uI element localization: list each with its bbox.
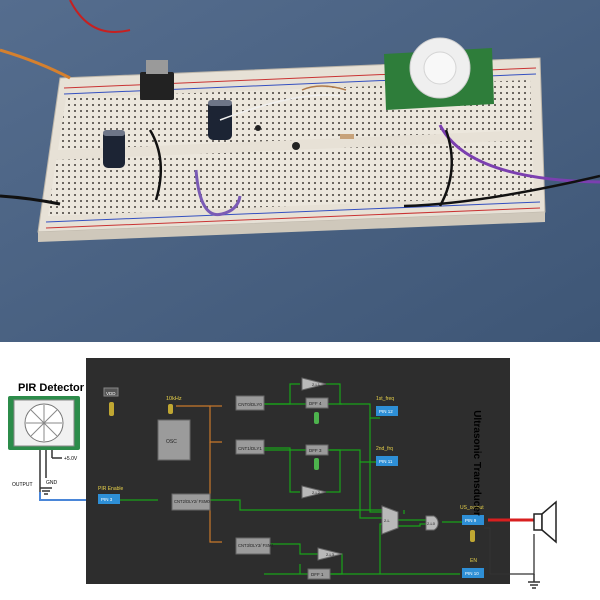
svg-text:PIN 12: PIN 12 xyxy=(379,409,393,414)
dff-bottom xyxy=(307,568,331,580)
ground-icon xyxy=(40,487,52,495)
dff-top-indicator xyxy=(314,412,319,424)
inverter-top xyxy=(301,377,327,391)
osc-block xyxy=(157,419,191,461)
dff-mid xyxy=(305,444,329,456)
counter-bottom-block xyxy=(235,537,271,555)
pir-module xyxy=(384,37,494,110)
pin-first-freq xyxy=(376,406,398,416)
vdd-label: VDD xyxy=(106,391,116,396)
net-label-us-output: US_output xyxy=(460,505,484,511)
us-output-indicator xyxy=(470,530,475,542)
svg-text:2-L0: 2-L0 xyxy=(427,521,436,526)
pin-second-freq xyxy=(376,456,398,466)
pin-gnd-label: GND xyxy=(46,480,58,486)
svg-text:2-L1: 2-L1 xyxy=(312,382,321,387)
net-label-first-freq: 1st_freq xyxy=(376,396,394,402)
net-label-second-freq: 2nd_frq xyxy=(376,446,393,452)
svg-text:DFF 4: DFF 4 xyxy=(309,401,322,406)
pin-us-output xyxy=(462,515,484,525)
svg-text:2-L2: 2-L2 xyxy=(312,490,321,495)
voltage-regulator xyxy=(140,72,174,100)
svg-text:OSC: OSC xyxy=(166,439,177,445)
svg-text:CNT3/DLY3/ FSM1: CNT3/DLY3/ FSM1 xyxy=(238,543,274,548)
ultrasonic-transducer-label: Ultrasonic Transducer xyxy=(471,410,482,516)
dff-mid-indicator xyxy=(314,458,319,470)
capacitor-left xyxy=(103,130,125,168)
pin-output-label: OUTPUT xyxy=(12,482,33,488)
osc-indicator xyxy=(168,404,173,414)
svg-text:PIN 10: PIN 10 xyxy=(465,571,479,576)
pir-detector-title: PIR Detector xyxy=(17,382,85,394)
svg-text:DFF 3: DFF 3 xyxy=(309,448,322,453)
and-gate xyxy=(425,515,439,531)
counter-left-block xyxy=(171,493,211,511)
counter-top-block xyxy=(235,395,265,411)
inverter-bottom xyxy=(317,547,343,561)
counter-mid-block xyxy=(235,439,265,455)
dff-top xyxy=(305,397,329,409)
pin-en xyxy=(462,568,484,578)
chip-background xyxy=(86,358,510,584)
ground-icon xyxy=(528,574,540,589)
logic-diagram: +5.0V OUTPUT GND xyxy=(8,358,557,589)
pin-vcc-label: +5.0V xyxy=(64,456,78,462)
svg-text:CNT2/DLY2/ FSM0: CNT2/DLY2/ FSM0 xyxy=(174,499,210,504)
svg-text:2-L: 2-L xyxy=(384,518,391,523)
pir-sensor-icon xyxy=(8,396,80,450)
svg-text:PIN 3: PIN 3 xyxy=(101,497,113,502)
svg-text:CNT0/DLY0: CNT0/DLY0 xyxy=(238,402,262,407)
breadboard-photo xyxy=(0,0,600,342)
osc-frequency-label: 10kHz xyxy=(166,396,182,402)
inverter-mid xyxy=(301,485,327,499)
svg-text:PIN 11: PIN 11 xyxy=(379,459,393,464)
mux-block xyxy=(381,505,399,535)
pin-pir-enable xyxy=(98,494,120,504)
svg-text:PIN 9: PIN 9 xyxy=(465,518,477,523)
svg-text:DFF 1: DFF 1 xyxy=(311,572,324,577)
svg-text:CNT1/DLY1: CNT1/DLY1 xyxy=(238,446,262,451)
net-label-en: EN xyxy=(470,558,477,564)
net-label-pir-enable: PIR Enable xyxy=(98,486,124,492)
svg-text:2-L3: 2-L3 xyxy=(326,552,335,557)
speaker-icon xyxy=(533,500,557,544)
vdd-indicator xyxy=(109,402,114,416)
